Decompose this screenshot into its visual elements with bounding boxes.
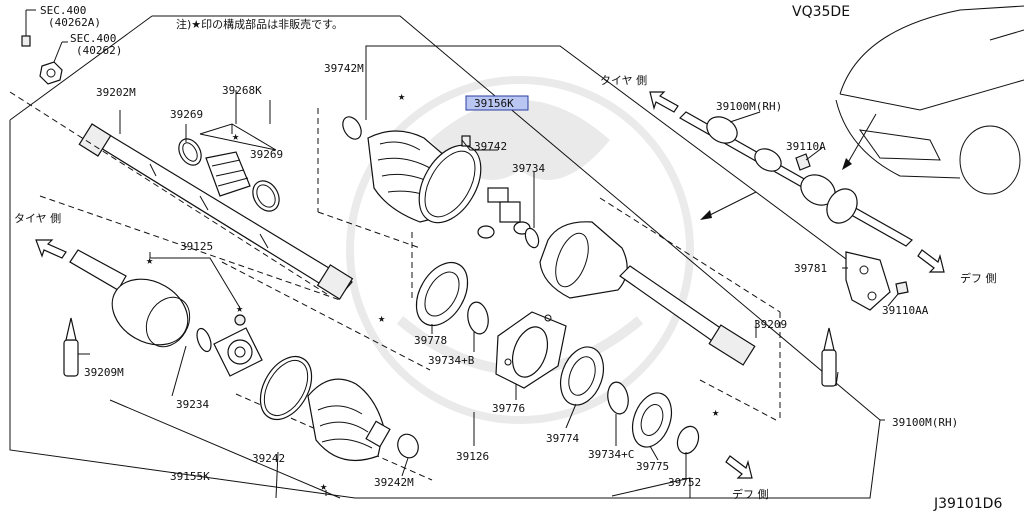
- label-sec400-a[interactable]: SEC.400: [40, 4, 86, 17]
- bracket-39781: [845, 251, 891, 311]
- callout-leaders: [78, 76, 899, 499]
- label-tire-side-top: タイヤ 側: [600, 74, 647, 87]
- label-39734b[interactable]: 39734+B: [428, 354, 475, 367]
- label-39776[interactable]: 39776: [492, 402, 525, 415]
- diagram-code: J39101D6: [933, 496, 1002, 511]
- dust-shield-39775: [631, 392, 673, 448]
- label-39775[interactable]: 39775: [636, 460, 669, 473]
- label-39110a[interactable]: 39110A: [786, 140, 826, 153]
- note-non-sale: 注)★印の構成部品は非販売です。: [176, 17, 343, 31]
- boot-clamp-39269-a: [178, 138, 202, 166]
- bearing-39774: [559, 346, 605, 406]
- label-39100m-rh-top[interactable]: 39100M(RH): [716, 100, 782, 113]
- bearing-retainer-39776: [495, 311, 567, 389]
- joint-housing: [539, 221, 628, 299]
- sec400-nut-group: [21, 9, 68, 85]
- svg-text:★: ★: [712, 405, 719, 419]
- label-39268k[interactable]: 39268K: [222, 84, 262, 97]
- spider-assembly-39156k: [477, 187, 531, 239]
- label-tire-side-left: タイヤ 側: [14, 212, 61, 225]
- label-39242m[interactable]: 39242M: [374, 476, 414, 489]
- svg-text:★: ★: [320, 479, 327, 493]
- label-39209[interactable]: 39209: [754, 318, 787, 331]
- label-39778[interactable]: 39778: [414, 334, 447, 347]
- grease-tube-right: [821, 327, 837, 387]
- label-diff-side-right: デフ 側: [960, 271, 997, 285]
- label-39734c[interactable]: 39734+C: [588, 448, 634, 461]
- label-39734[interactable]: 39734: [512, 162, 545, 175]
- small-boot-39268k: [205, 151, 251, 197]
- label-diff-side-bottom: デフ 側: [732, 487, 769, 501]
- label-39110aa[interactable]: 39110AA: [882, 304, 929, 317]
- label-39781[interactable]: 39781: [794, 262, 827, 275]
- label-39126[interactable]: 39126: [456, 450, 489, 463]
- seal-39778: [415, 261, 469, 327]
- svg-text:★: ★: [378, 311, 385, 325]
- arrow-tire-side-left: [35, 239, 67, 259]
- vehicle-front-illustration: [835, 5, 1024, 195]
- frame-outline-left: [9, 15, 153, 121]
- outer-shaft-39209: [619, 265, 756, 366]
- label-sec400-b-ref: (40262): [76, 44, 122, 57]
- label-39242[interactable]: 39242: [252, 452, 285, 465]
- frame-outline-upper: [152, 15, 881, 421]
- label-39742[interactable]: 39742: [474, 140, 507, 153]
- label-sec400-b[interactable]: SEC.400: [70, 32, 116, 45]
- outer-boot-39242m: [307, 378, 391, 462]
- snap-ring-39734c: [607, 381, 629, 415]
- installed-shaft-illustration: [679, 111, 913, 247]
- boot-clamp-39242m: [397, 433, 419, 459]
- label-39202m[interactable]: 39202M: [96, 86, 136, 99]
- boot-band-39242: [259, 355, 313, 421]
- snap-ring-39234: [196, 327, 212, 353]
- boot-clamp-39742m: [342, 116, 362, 140]
- inner-race-39125: [213, 314, 263, 377]
- label-sec400-a-ref: (40262A): [48, 16, 101, 29]
- label-39125[interactable]: 39125: [180, 240, 213, 253]
- snap-ring-39734b: [467, 301, 489, 335]
- label-39752[interactable]: 39752: [668, 476, 701, 489]
- boot-clamp-39269-b: [252, 180, 280, 212]
- label-39100m-rh-main[interactable]: 39100M(RH): [892, 416, 958, 429]
- bolt-39110aa: [895, 281, 909, 295]
- arrow-shaft-direction: [703, 191, 757, 219]
- label-39234[interactable]: 39234: [176, 398, 209, 411]
- arrow-tire-side-top: [649, 91, 679, 113]
- label-39742m[interactable]: 39742M: [324, 62, 364, 75]
- engine-code: VQ35DE: [792, 4, 850, 20]
- label-39774[interactable]: 39774: [546, 432, 579, 445]
- inner-shaft-39202m: [78, 123, 354, 300]
- grease-tube-left: [63, 317, 79, 377]
- label-39269-b[interactable]: 39269: [250, 148, 283, 161]
- highlight-39156k-box: [465, 95, 529, 111]
- arrow-diff-side-bottom: [725, 455, 753, 479]
- label-39269-a[interactable]: 39269: [170, 108, 203, 121]
- outer-cv-joint-39155k: [69, 249, 191, 348]
- snap-ring-39734: [524, 227, 540, 249]
- svg-text:★: ★: [146, 253, 153, 267]
- svg-text:★: ★: [398, 89, 405, 103]
- boot-band-39742: [418, 135, 482, 224]
- frame-outline-lower: [9, 120, 881, 499]
- label-39156k[interactable]: 39156K: [474, 97, 514, 110]
- arrow-diff-side-right: [917, 249, 945, 273]
- seal-39752: [676, 425, 700, 455]
- svg-text:★: ★: [232, 129, 239, 143]
- label-39155k[interactable]: 39155K: [170, 470, 210, 483]
- label-39209m[interactable]: 39209M: [84, 366, 124, 379]
